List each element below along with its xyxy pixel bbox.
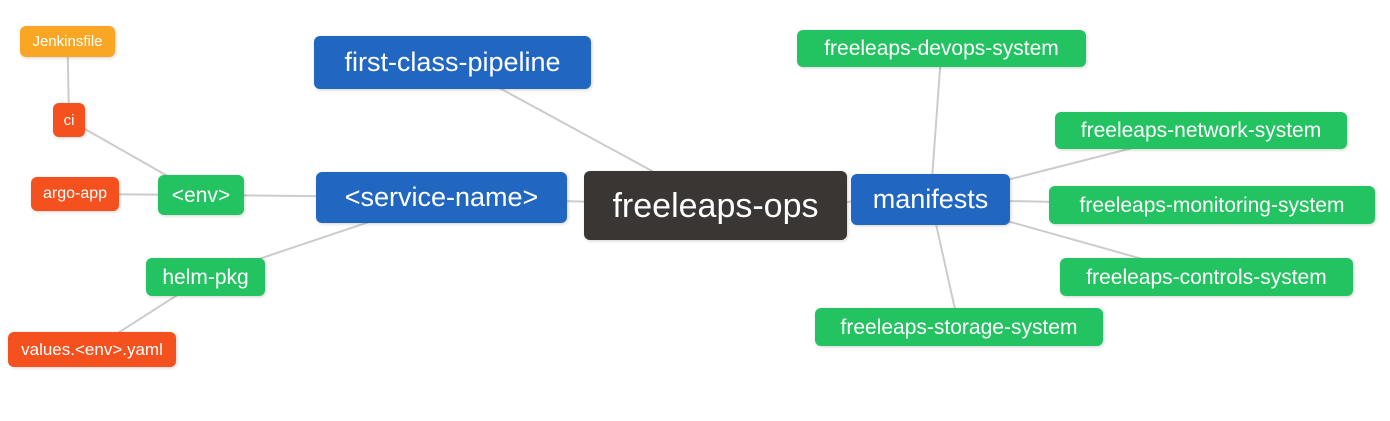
node-manifests[interactable]: manifests [851,174,1010,225]
node-label: freeleaps-storage-system [840,315,1078,339]
node-first-class-pipeline[interactable]: first-class-pipeline [314,36,591,89]
node-argo-app[interactable]: argo-app [31,177,119,211]
node-freeleaps-ops-root[interactable]: freeleaps-ops [584,171,847,240]
node-label: <service-name> [344,182,539,212]
node-env[interactable]: <env> [158,175,244,215]
node-label: argo-app [42,185,108,202]
node-freeleaps-controls-system[interactable]: freeleaps-controls-system [1060,258,1353,296]
node-freeleaps-devops-system[interactable]: freeleaps-devops-system [797,30,1086,67]
node-label: freeleaps-controls-system [1086,265,1327,289]
node-ci[interactable]: ci [53,103,85,137]
node-label: manifests [872,184,989,214]
node-jenkinsfile[interactable]: Jenkinsfile [20,26,115,57]
node-freeleaps-storage-system[interactable]: freeleaps-storage-system [815,308,1103,346]
node-label: freeleaps-monitoring-system [1079,193,1345,217]
node-values-env-yaml[interactable]: values.<env>.yaml [8,332,176,367]
node-label: freeleaps-devops-system [824,37,1059,60]
node-freeleaps-monitoring-system[interactable]: freeleaps-monitoring-system [1049,186,1375,224]
node-service-name[interactable]: <service-name> [316,172,567,223]
node-label: ci [63,111,75,129]
node-label: freeleaps-network-system [1080,119,1322,142]
node-label: values.<env>.yaml [21,340,163,359]
node-label: Jenkinsfile [32,33,103,50]
node-label: first-class-pipeline [344,47,561,77]
node-label: <env> [171,183,231,207]
node-label: freeleaps-ops [612,186,819,225]
node-label: helm-pkg [162,265,249,289]
node-freeleaps-network-system[interactable]: freeleaps-network-system [1055,112,1347,149]
node-helm-pkg[interactable]: helm-pkg [146,258,265,296]
